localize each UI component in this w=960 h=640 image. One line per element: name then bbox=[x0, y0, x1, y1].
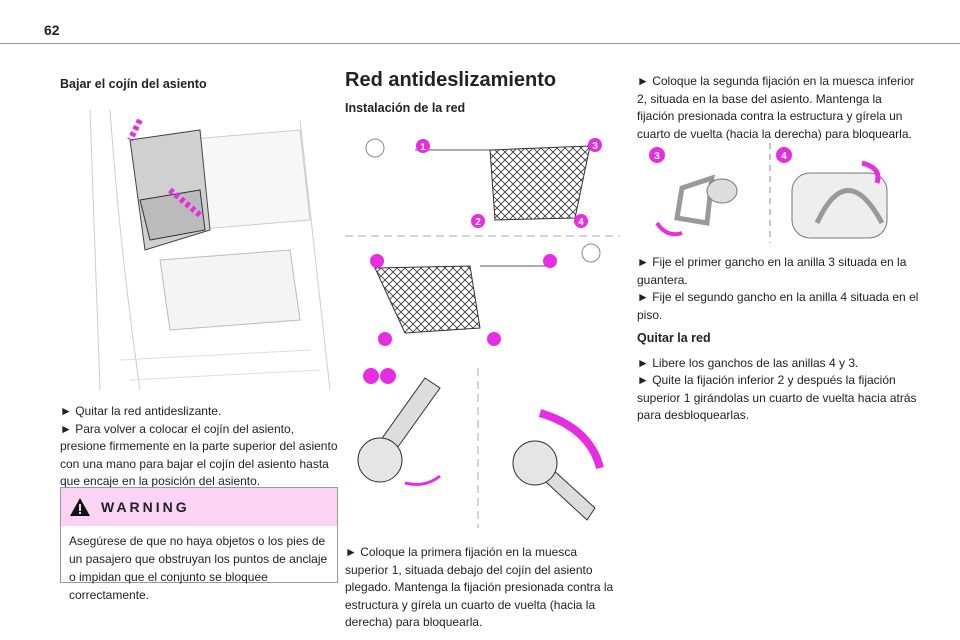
svg-text:1: 1 bbox=[420, 142, 426, 153]
badge-3: 3 bbox=[649, 147, 665, 163]
step-text: ► Fije el primer gancho en la anilla 3 s… bbox=[637, 255, 907, 287]
section-heading: Quitar la red bbox=[637, 331, 711, 345]
warning-title: WARNING bbox=[101, 499, 190, 515]
page-title: Red antideslizamiento bbox=[345, 69, 557, 91]
page-number: 62 bbox=[44, 22, 60, 38]
right-step-top: ► Coloque la segunda fijación en la mues… bbox=[637, 74, 915, 141]
seat-cushion-illustration bbox=[60, 100, 338, 396]
step-text: ► Quitar la red antideslizante. bbox=[60, 404, 222, 418]
svg-text:4: 4 bbox=[781, 151, 787, 162]
svg-text:3: 3 bbox=[654, 151, 660, 162]
svg-text:4: 4 bbox=[578, 217, 584, 228]
warning-text: Asegúrese de que no haya objetos o los p… bbox=[69, 534, 328, 602]
middle-step: ► Coloque la primera fijación en la mues… bbox=[345, 545, 614, 629]
warning-triangle-icon bbox=[70, 498, 90, 516]
svg-text:3: 3 bbox=[592, 141, 598, 152]
badge-2: 2 bbox=[471, 214, 485, 228]
badge-3: 3 bbox=[588, 138, 602, 152]
rings-illustration: 3 4 bbox=[649, 143, 888, 243]
step-text: ► Para volver a colocar el cojín del asi… bbox=[60, 421, 338, 489]
right-steps: ► Fije el primer gancho en la anilla 3 s… bbox=[637, 254, 920, 425]
left-column: Bajar el cojín del asiento bbox=[60, 76, 340, 94]
svg-text:2: 2 bbox=[475, 217, 481, 228]
badge-4: 4 bbox=[574, 214, 588, 228]
badge-1: 1 bbox=[416, 139, 430, 153]
step-text: ► Quite la fijación inferior 2 y después… bbox=[637, 373, 917, 422]
left-steps: ► Quitar la red antideslizante. ► Para v… bbox=[60, 403, 342, 491]
badge-4: 4 bbox=[776, 147, 792, 163]
step-text: ► Fije el segundo gancho en la anilla 4 … bbox=[637, 290, 919, 322]
section-heading: Instalación de la red bbox=[345, 100, 466, 115]
header-divider bbox=[0, 43, 960, 44]
middle-header: Red antideslizamiento Instalación de la … bbox=[345, 69, 620, 117]
net-installation-illustration: 1 2 3 4 bbox=[345, 138, 620, 528]
section-heading: Bajar el cojín del asiento bbox=[60, 77, 207, 91]
step-text: ► Libere los ganchos de las anillas 4 y … bbox=[637, 355, 859, 370]
warning-header: WARNING bbox=[61, 488, 337, 526]
warning-box: WARNING Asegúrese de que no haya objetos… bbox=[60, 487, 338, 602]
